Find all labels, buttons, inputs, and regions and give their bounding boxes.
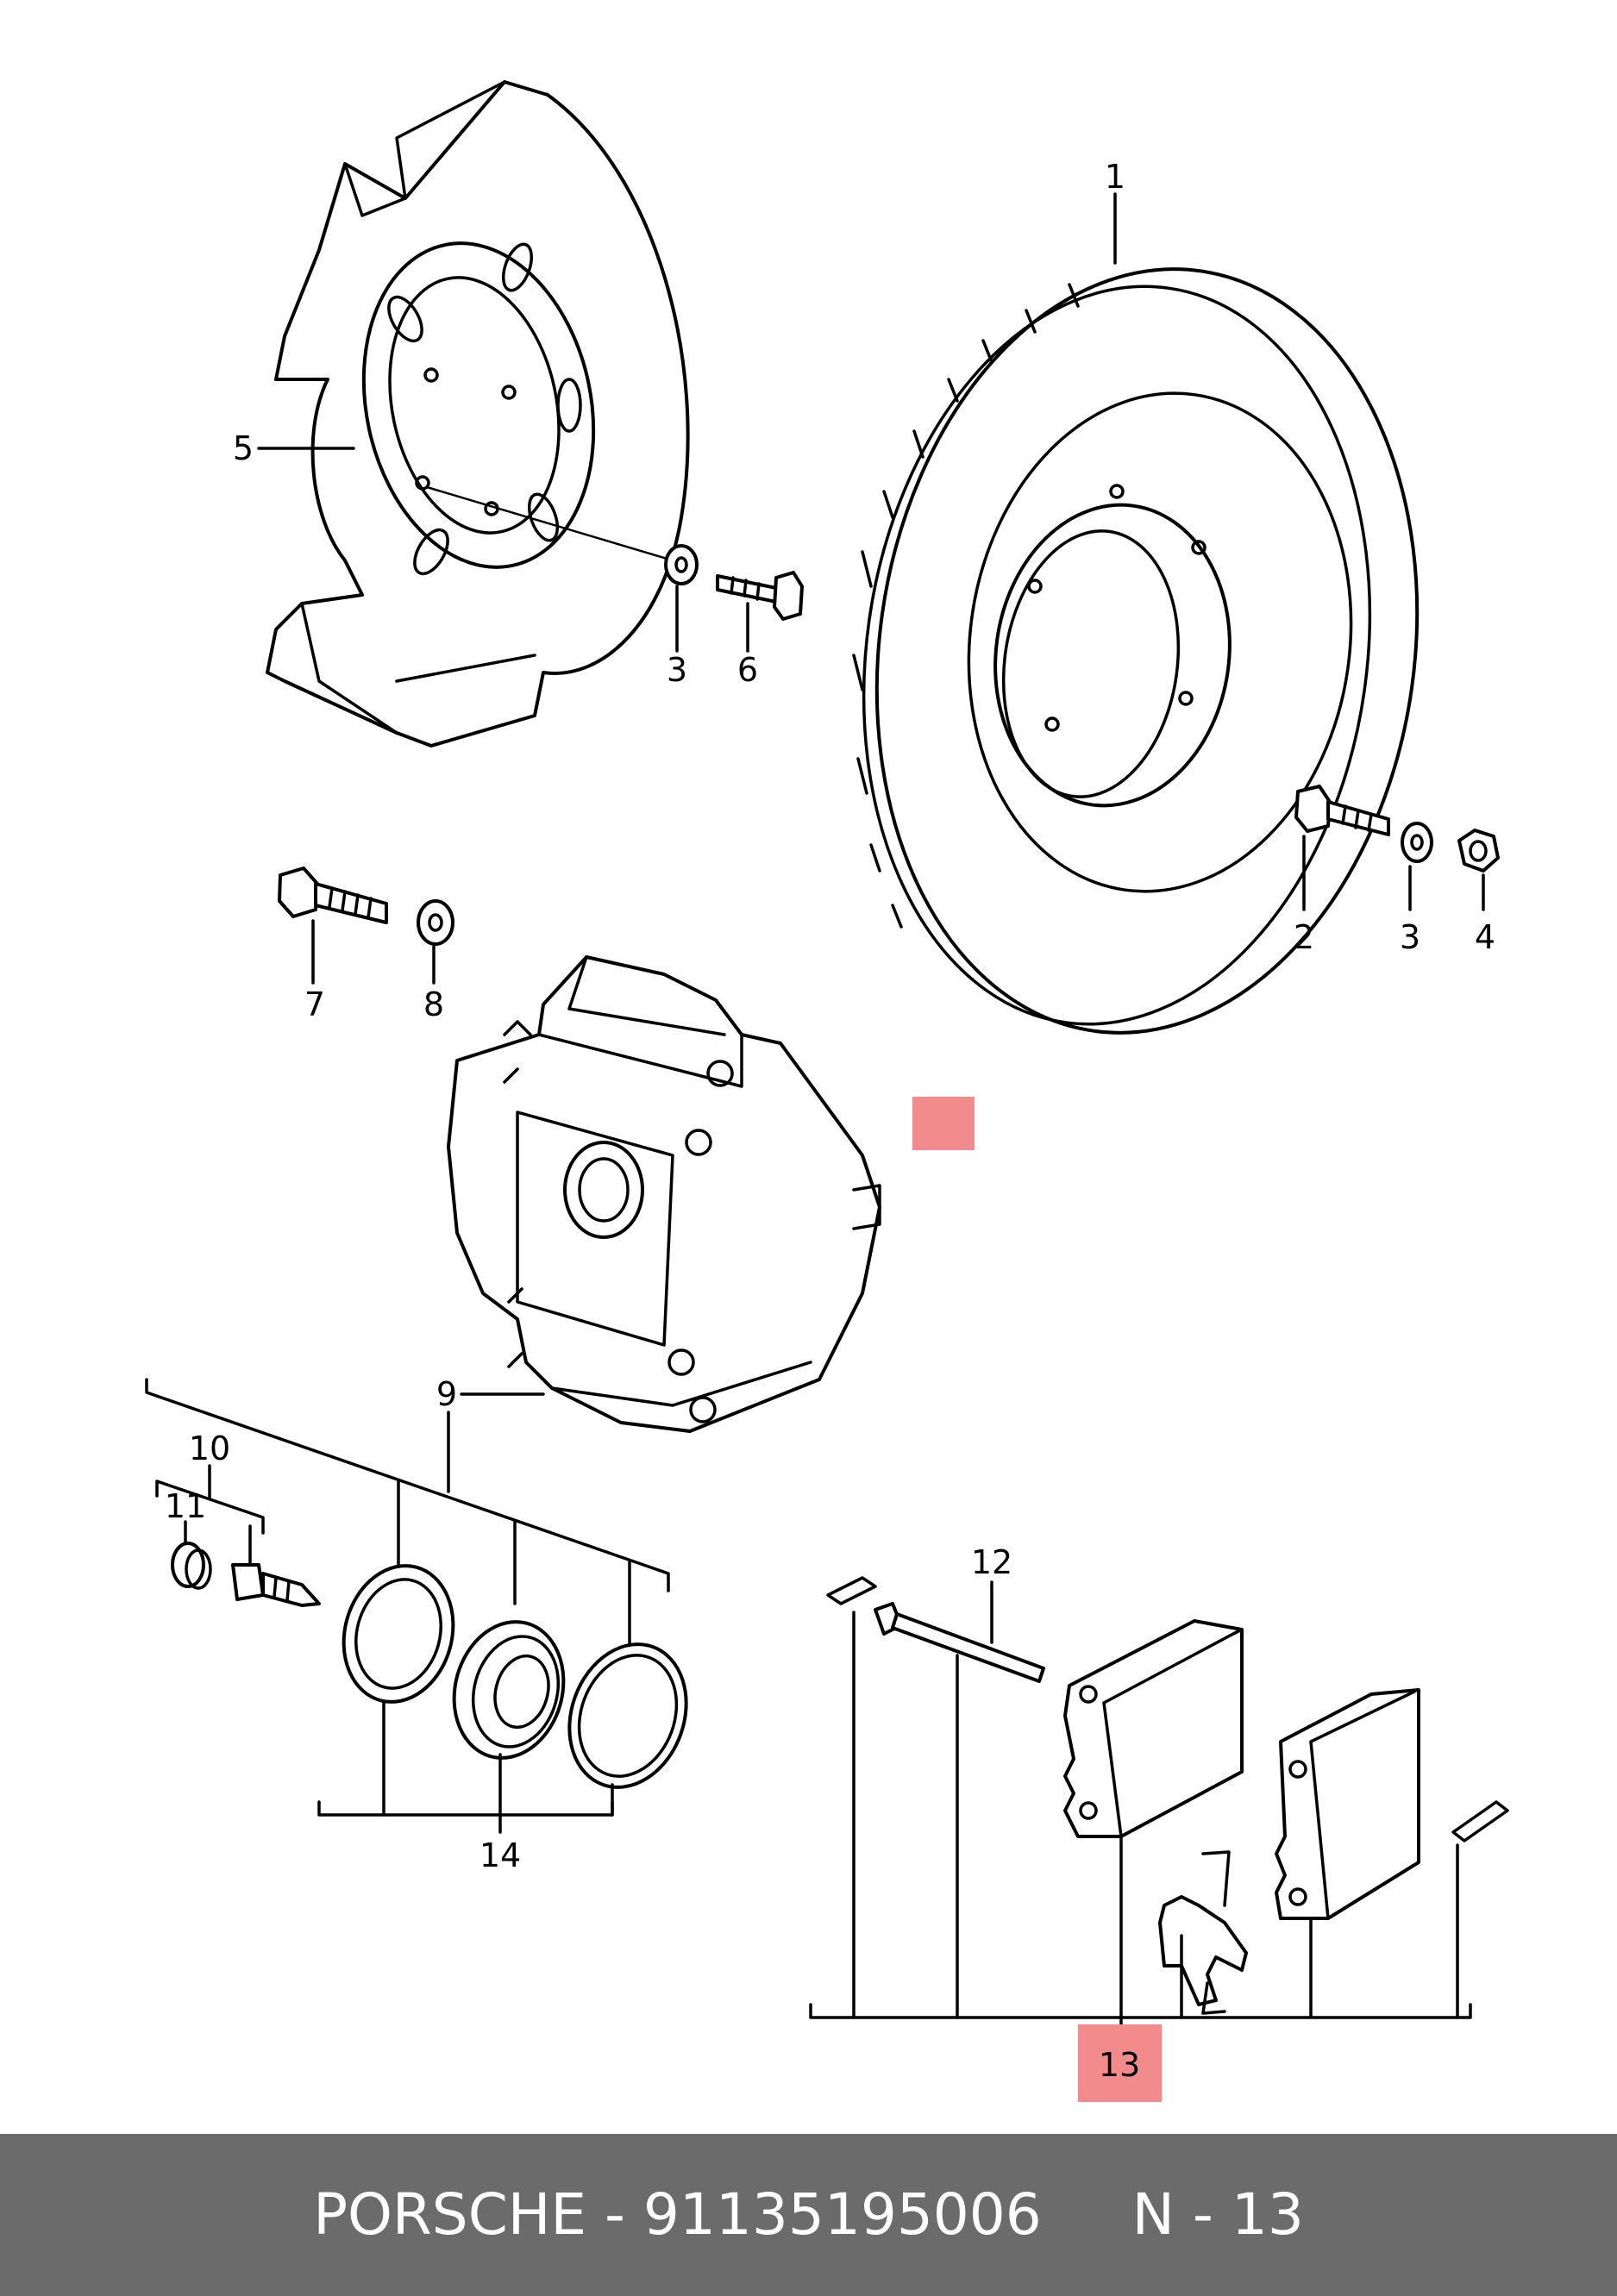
piston <box>452 1620 566 1760</box>
brake-pad-right <box>1275 1688 1420 1920</box>
callout-4: 4 <box>1475 918 1495 956</box>
callout-8: 8 <box>423 985 444 1023</box>
caliper-bolt <box>278 866 388 924</box>
brake-pad-left <box>1063 1619 1244 1838</box>
shield-bolt <box>716 571 804 621</box>
callout-13: 13 <box>1099 2046 1140 2084</box>
shield-washer <box>664 544 699 585</box>
parts-diagram: 1 2 3 4 5 3 6 7 8 9 10 11 12 13 14 <box>145 80 1509 2102</box>
retaining-pin <box>874 1602 1045 1683</box>
bracket-9 <box>145 1378 670 1657</box>
bracket-13 <box>809 1611 1472 2026</box>
retaining-ring <box>567 1642 688 1789</box>
caliper-washer <box>417 899 454 946</box>
callout-11: 11 <box>165 1487 206 1525</box>
callout-10: 10 <box>189 1430 230 1467</box>
callout-7: 7 <box>304 985 325 1023</box>
brake-caliper <box>447 955 881 1433</box>
pad-spring <box>1158 1850 1248 2015</box>
leader-shield-bolt <box>426 485 674 562</box>
callout-3a: 3 <box>667 651 687 689</box>
callout-6: 6 <box>737 651 758 689</box>
splash-shield <box>266 80 690 748</box>
callout-2: 2 <box>1294 918 1314 956</box>
piston-seal <box>342 1564 455 1704</box>
brake-disc <box>852 267 1420 1035</box>
callout-12: 12 <box>971 1543 1012 1581</box>
bracket-14 <box>317 1701 614 1834</box>
callout-14: 14 <box>479 1836 521 1874</box>
spring-clip-left <box>826 1576 877 1605</box>
part-number-caption: PORSCHE - 91135195006 N - 13 <box>313 2181 1304 2248</box>
disc-bolt <box>1294 785 1390 836</box>
footer-bar: PORSCHE - 91135195006 N - 13 <box>0 2134 1617 2296</box>
callout-3b: 3 <box>1400 918 1420 956</box>
callout-1: 1 <box>1105 158 1125 196</box>
callout-5: 5 <box>233 429 254 467</box>
spring-clip-right <box>1451 1800 1509 1842</box>
callout-9: 9 <box>436 1375 457 1413</box>
bracket-10 <box>155 1464 265 1567</box>
bleeder-cap <box>171 1542 212 1590</box>
disc-nut <box>1457 829 1500 873</box>
highlight-13 <box>1078 2024 1162 2102</box>
bleeder-screw <box>231 1563 321 1607</box>
highlight-marker <box>912 1097 975 1150</box>
disc-washer <box>1401 822 1433 863</box>
